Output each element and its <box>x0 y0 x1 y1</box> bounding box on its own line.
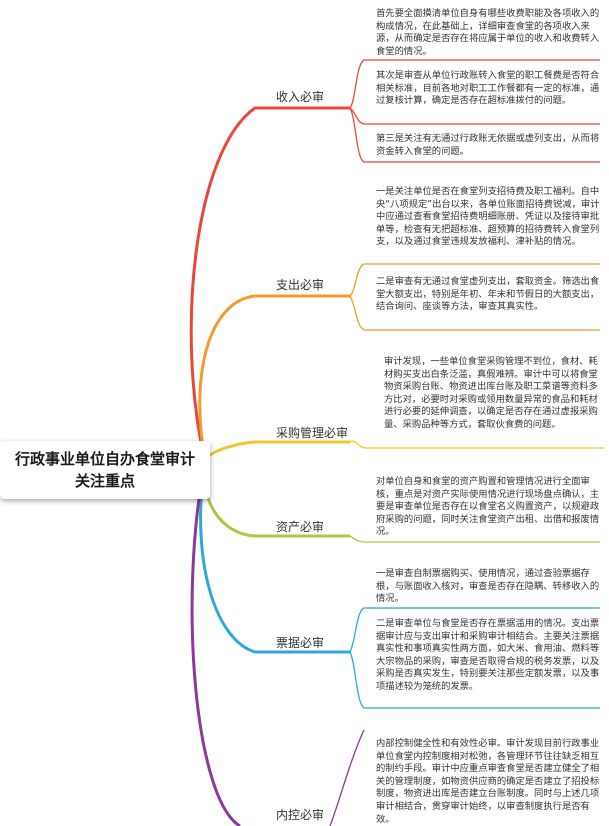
root-title-line2: 关注重点 <box>74 472 135 490</box>
leaf-connector <box>349 263 600 297</box>
branch-label-assets: 资产必审 <box>276 520 325 534</box>
root-node: 行政事业单位自办食堂审计 关注重点 <box>0 441 210 499</box>
root-title-line1: 行政事业单位自办食堂审计 <box>14 450 195 468</box>
leaf-income-3: 第三是关注有无通过行政账无依据或虚列支出，从而将资金转入食堂的问题。 <box>376 133 600 157</box>
branch-label-internal-control: 内控必审 <box>276 808 325 822</box>
leaf-connector <box>349 107 600 163</box>
leaf-assets-1: 对单位自身和食堂的资产购置和管理情况进行全面审核，重点是对资产实际使用情况进行现… <box>376 476 600 538</box>
branch-label-income: 收入必审 <box>276 90 325 104</box>
branch-curve-income <box>189 106 350 463</box>
leaf-connector <box>349 607 600 653</box>
branch-curve-internal-control <box>190 461 241 826</box>
leaf-connector <box>349 651 600 709</box>
leaf-invoices-2: 二是审查单位与食堂是否存在票据滥用的情况。支出票据审计应与支出审计和采购审计相结… <box>376 618 600 692</box>
leaf-connector <box>349 107 600 125</box>
branch-label-invoices: 票据必审 <box>276 636 325 650</box>
leaf-procurement-1: 审计发现，一些单位食堂采购管理不到位，食材、耗材购买支出白条泛滥，真假难辨。审计… <box>384 356 598 430</box>
branch-curve-expense <box>198 294 350 463</box>
leaf-connector <box>329 729 365 826</box>
branch-curve-procurement <box>203 440 350 463</box>
leaf-expense-1: 一是关注单位是否在食堂列支招待费及职工福利。自中央“八项规定”出台以来，各单位账… <box>376 186 600 248</box>
leaf-expense-2: 二是审查有无通过食堂虚列支出，套取资金。筛选出食堂大额支出，特别是年初、年末和节… <box>376 276 600 313</box>
branch-label-procurement: 采购管理必审 <box>276 426 349 440</box>
leaf-invoices-1: 一是审查自制票据购买、使用情况，通过查验票据存根，与账面收入核对，审查是否存在隐… <box>376 568 600 605</box>
leaf-connector <box>349 440 604 449</box>
leaf-connector <box>349 59 600 109</box>
branch-label-expense: 支出必审 <box>276 278 325 292</box>
branch-curve-invoices <box>199 461 350 654</box>
leaf-income-1: 首先要全面摸清单位自身有哪些收费职能及各项收入的构成情况，在此基础上，详细审查食… <box>376 8 600 57</box>
leaf-income-2: 其次是审查从单位行政账转入食堂的职工餐费是否符合相关标准，目前各地对职工工作餐都… <box>376 70 600 107</box>
leaf-connector <box>349 295 600 331</box>
leaf-internal-control-1: 内部控制健全性和有效性必审。审计发现目前行政事业单位食堂内控制度相对松弛，各管理… <box>376 738 600 825</box>
leaf-connector <box>349 535 600 543</box>
